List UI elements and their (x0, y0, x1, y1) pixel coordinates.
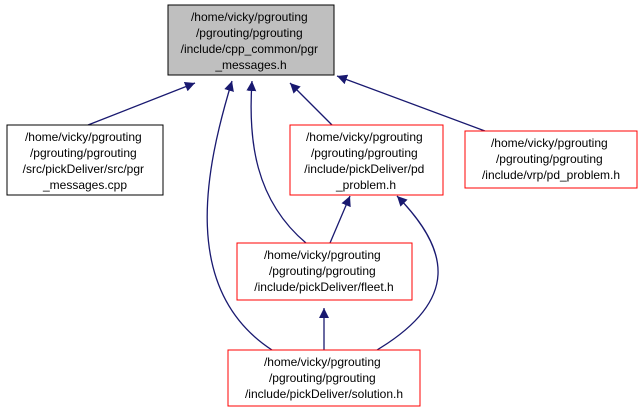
node-root-line: /pgrouting/pgrouting (196, 26, 303, 40)
svg-text:/home/vicky/pgrouting /p: /home/vicky/pgrouting /pgrouting/pgrouti… (254, 248, 393, 294)
node-root-line: _messages.h (214, 58, 286, 72)
node-pgr-messages-cpp-box (6, 124, 164, 196)
node-pgr-messages-cpp-line: /src/pickDeliver/src/pgr (23, 162, 144, 176)
svg-text:/home/vicky/pgrouting /p: /home/vicky/pgrouting /pgrouting/pgrouti… (23, 130, 148, 192)
node-solution-line: /home/vicky/pgrouting (264, 355, 381, 369)
svg-text:/home/vicky/pgrouting /p: /home/vicky/pgrouting /pgrouting/pgrouti… (304, 130, 427, 192)
node-pickdeliver-pd-problem-box (289, 124, 444, 196)
node-pickdeliver-pd-problem-line: /include/pickDeliver/pd (304, 162, 424, 176)
node-vrp-pd-problem-line: /home/vicky/pgrouting (491, 136, 608, 150)
node-pickdeliver-pd-problem-h[interactable]: /home/vicky/pgrouting /pgrouting/pgrouti… (289, 124, 444, 196)
node-fleet-h[interactable]: /home/vicky/pgrouting /pgrouting/pgrouti… (236, 242, 413, 301)
node-root-line: /home/vicky/pgrouting (191, 10, 308, 24)
node-solution-box (227, 349, 421, 407)
edge-solution-to-pdproblem (376, 195, 439, 351)
svg-text:/home/vicky/pgrouting /p: /home/vicky/pgrouting /pgrouting/pgrouti… (482, 136, 620, 182)
node-root-line: /include/cpp_common/pgr (181, 42, 318, 56)
node-pgr-messages-cpp-line: _messages.cpp (42, 178, 127, 192)
node-fleet-line: /include/pickDeliver/fleet.h (254, 280, 393, 294)
edge-fleet-to-pdproblem (329, 195, 351, 244)
node-pgr-messages-cpp-line: /pgrouting/pgrouting (30, 146, 137, 160)
node-solution-line: /pgrouting/pgrouting (269, 371, 376, 385)
node-root-pgr-messages-h[interactable]: /home/vicky/pgrouting /pgrouting/pgrouti… (167, 4, 335, 76)
edge-vrp-pdproblem-to-root (336, 74, 486, 132)
node-fleet-box (236, 242, 413, 301)
edges (87, 74, 486, 351)
node-vrp-pd-problem-line: /include/vrp/pd_problem.h (482, 168, 620, 182)
node-pgr-messages-cpp[interactable]: /home/vicky/pgrouting /pgrouting/pgrouti… (6, 124, 164, 196)
node-fleet-line: /home/vicky/pgrouting (264, 248, 381, 262)
edge-pdproblem-to-root (289, 82, 333, 126)
node-solution-h[interactable]: /home/vicky/pgrouting /pgrouting/pgrouti… (227, 349, 421, 407)
node-solution-line: /include/pickDeliver/solution.h (245, 387, 403, 401)
node-root-box (167, 4, 335, 76)
edge-solution-to-root (206, 80, 273, 351)
edge-cpp-to-root (87, 81, 196, 126)
node-vrp-pd-problem-box (464, 130, 638, 189)
edge-fleet-to-root (246, 80, 307, 244)
node-fleet-line: /pgrouting/pgrouting (269, 264, 376, 278)
svg-text:/home/vicky/pgrouting /p: /home/vicky/pgrouting /pgrouting/pgrouti… (245, 355, 403, 401)
node-pickdeliver-pd-problem-line: /home/vicky/pgrouting (306, 130, 423, 144)
node-pgr-messages-cpp-line: /home/vicky/pgrouting (25, 130, 142, 144)
node-pickdeliver-pd-problem-line: _problem.h (335, 178, 396, 192)
node-vrp-pd-problem-h[interactable]: /home/vicky/pgrouting /pgrouting/pgrouti… (464, 130, 638, 189)
node-pickdeliver-pd-problem-line: /pgrouting/pgrouting (311, 146, 418, 160)
svg-text:/home/vicky/pgrouting /p: /home/vicky/pgrouting /pgrouting/pgrouti… (181, 10, 322, 72)
node-vrp-pd-problem-line: /pgrouting/pgrouting (496, 152, 603, 166)
